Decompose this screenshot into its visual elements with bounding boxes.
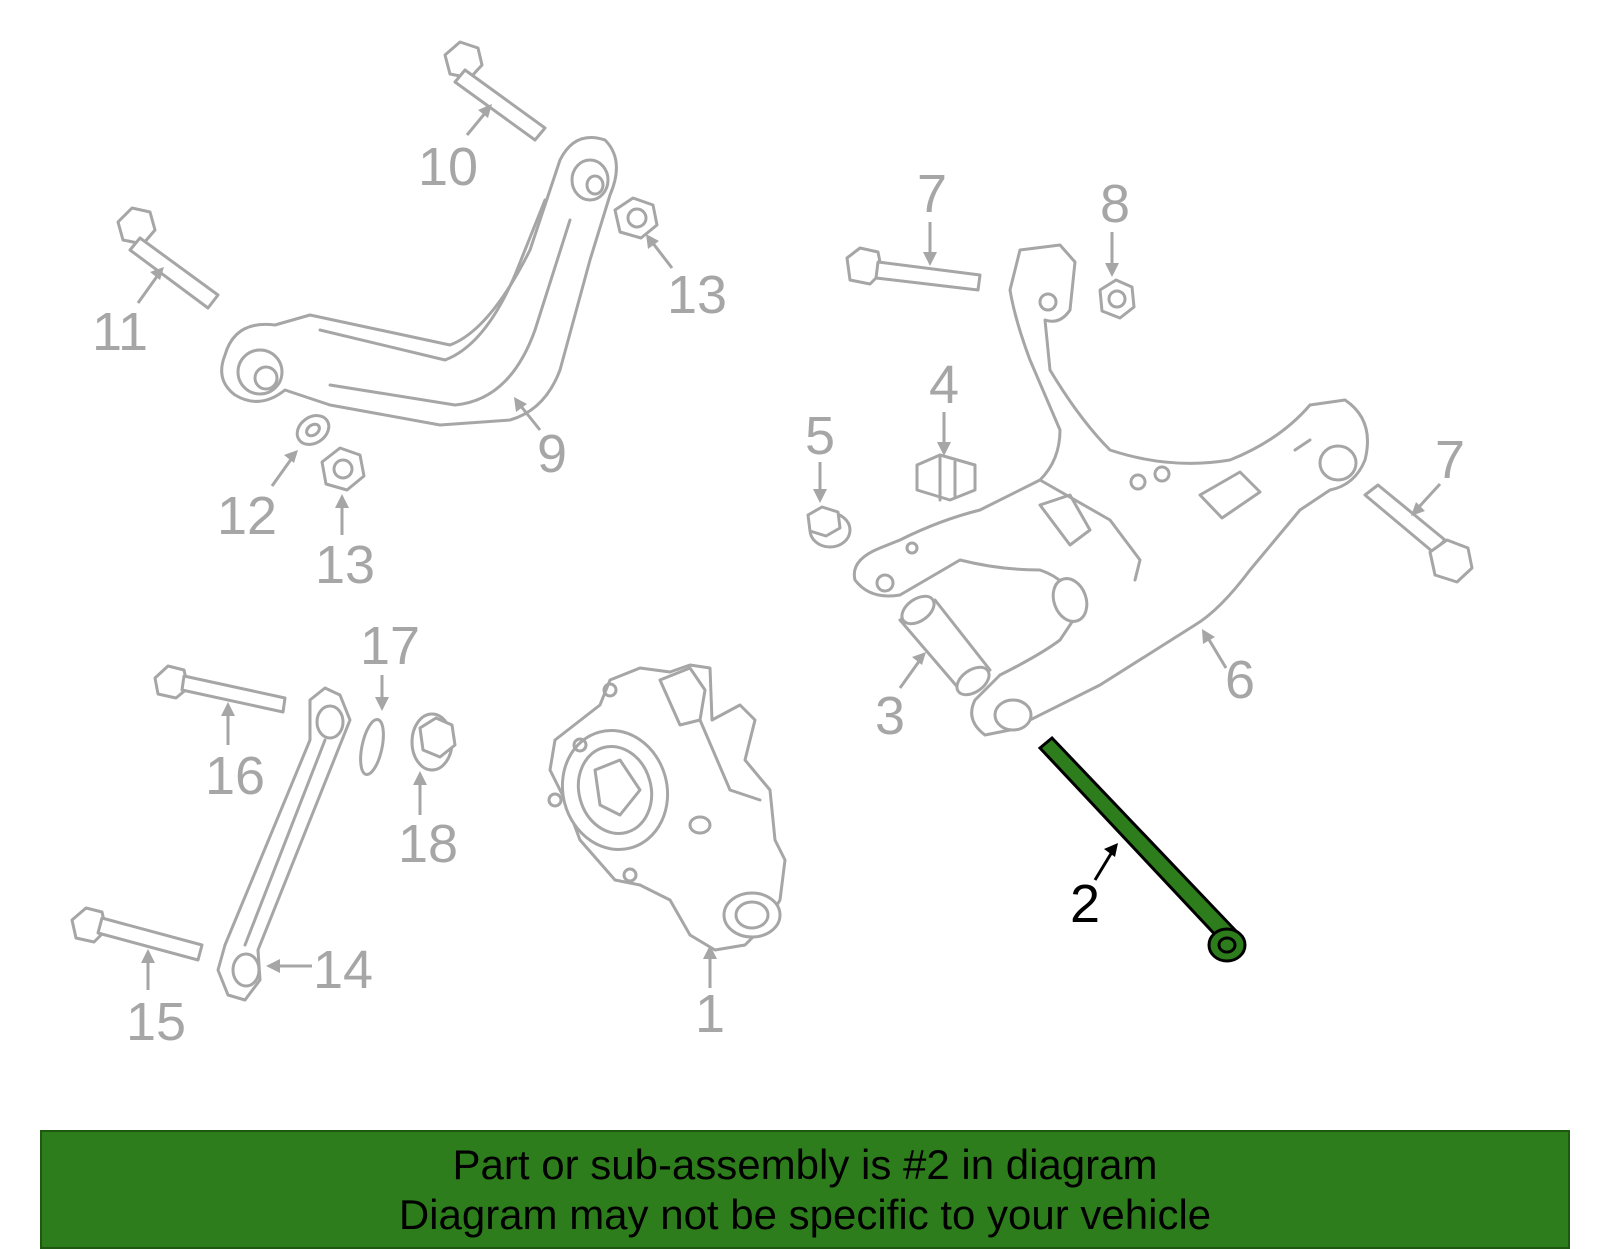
part-5-nut[interactable] — [806, 505, 852, 549]
callout-9: 9 — [537, 424, 567, 484]
part-13-nut-lower[interactable] — [320, 446, 366, 492]
part-10-bolt[interactable] — [443, 40, 547, 142]
callout-1: 1 — [695, 984, 725, 1044]
callout-14: 14 — [313, 940, 373, 1000]
callout-10: 10 — [418, 137, 478, 197]
callout-7-top: 7 — [917, 164, 947, 224]
part-7-bolt-top[interactable] — [845, 246, 982, 292]
info-banner: Part or sub-assembly is #2 in diagram Di… — [40, 1130, 1570, 1249]
part-16-bolt[interactable] — [153, 664, 287, 714]
banner-line-2: Diagram may not be specific to your vehi… — [398, 1191, 1212, 1238]
callout-2: 2 — [1070, 874, 1100, 934]
leaders — [136, 104, 1442, 990]
part-12-washer[interactable] — [292, 410, 335, 451]
callout-15: 15 — [126, 992, 186, 1052]
callout-5: 5 — [805, 406, 835, 466]
part-4-bracket[interactable] — [915, 453, 977, 502]
callout-3: 3 — [875, 686, 905, 746]
callout-8: 8 — [1100, 174, 1130, 234]
callout-18: 18 — [398, 814, 458, 874]
callout-7-right: 7 — [1435, 430, 1465, 490]
part-1-knuckle[interactable] — [547, 663, 787, 952]
part-7-bolt-right[interactable] — [1363, 483, 1474, 584]
part-3-bushing[interactable] — [897, 591, 994, 701]
part-14-link[interactable] — [216, 686, 352, 1002]
part-13-nut-upper[interactable] — [613, 196, 659, 240]
callout-4: 4 — [929, 355, 959, 415]
callout-11: 11 — [92, 302, 148, 362]
part-18-nut[interactable] — [410, 712, 457, 772]
suspension-parts-diagram: 1 2 3 4 5 6 7 7 8 9 10 11 12 13 13 14 15… — [70, 40, 1474, 1052]
banner-line-1: Part or sub-assembly is #2 in diagram — [452, 1141, 1158, 1188]
callout-labels: 1 2 3 4 5 6 7 7 8 9 10 11 12 13 13 14 15… — [92, 137, 1465, 1052]
part-15-bolt[interactable] — [70, 906, 204, 962]
part-11-bolt[interactable] — [116, 206, 220, 310]
callout-6: 6 — [1225, 650, 1255, 710]
callout-13-upper: 13 — [667, 265, 727, 325]
part-8-nut[interactable] — [1098, 278, 1136, 320]
part-17-washer[interactable] — [356, 718, 387, 777]
callout-17: 17 — [360, 616, 420, 676]
callout-16: 16 — [205, 746, 265, 806]
callout-12: 12 — [217, 486, 277, 546]
callout-13-lower: 13 — [315, 535, 375, 595]
part-2-bolt-highlighted[interactable] — [1037, 735, 1247, 963]
part-6-lower-arm[interactable] — [852, 243, 1369, 737]
part-9-upper-arm[interactable] — [220, 136, 618, 427]
